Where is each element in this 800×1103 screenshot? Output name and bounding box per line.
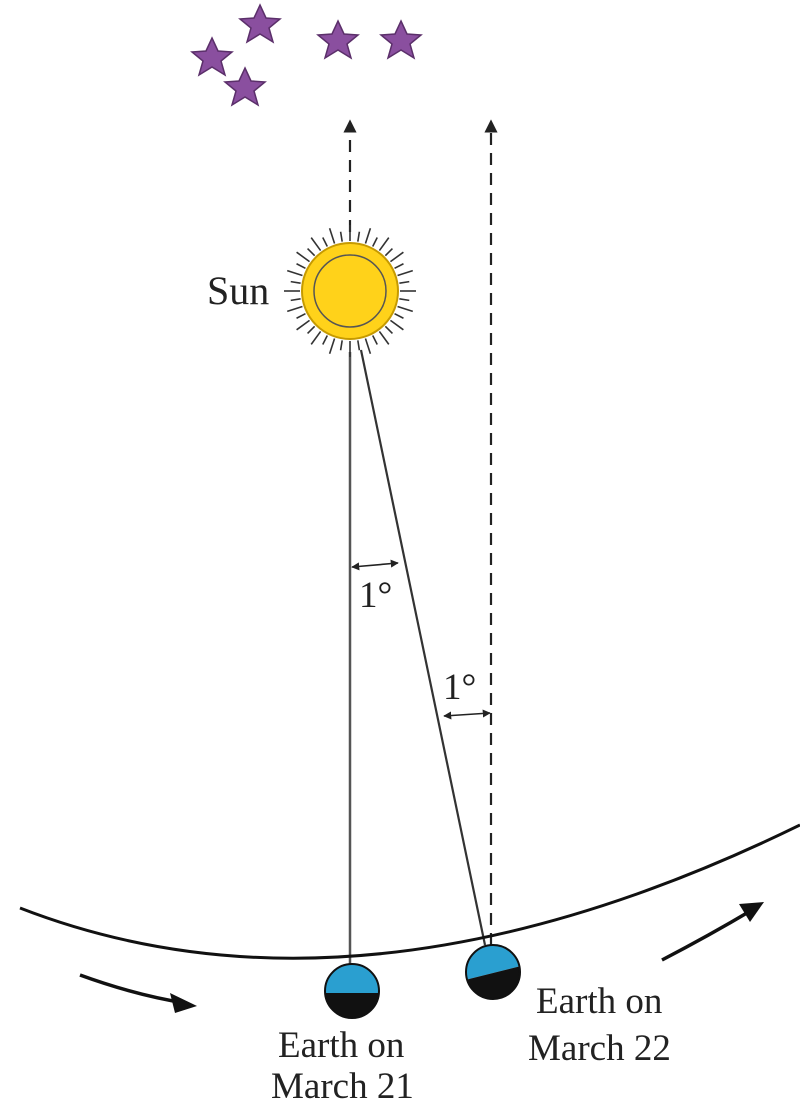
sun-ray [397, 305, 414, 313]
earth-march22-label-line1: Earth on [536, 981, 662, 1022]
sun-ray [371, 237, 378, 247]
sun-ray [357, 340, 361, 351]
sun-ray [307, 248, 316, 257]
earth-march21-label-line2: March 21 [271, 1066, 414, 1103]
earth-icon-march22 [460, 939, 526, 1005]
sun-ray [384, 325, 393, 334]
sun-ray [364, 227, 372, 244]
star-icon [190, 36, 234, 77]
sun-ray [310, 330, 322, 345]
sun-ray [286, 305, 303, 313]
sun-ray [357, 231, 361, 242]
distant-stars [190, 3, 423, 107]
sun-ray [394, 312, 404, 319]
sun-ray [296, 263, 306, 270]
sun-ray [399, 298, 410, 302]
angle-marker-lower [443, 709, 491, 720]
sun-ray [339, 340, 343, 351]
sun-ray [364, 338, 372, 355]
sun-ray [296, 312, 306, 319]
sun-label: Sun [207, 268, 269, 313]
sun-ray [322, 237, 329, 247]
sun-ray [394, 263, 404, 270]
angle-marker-upper [351, 559, 399, 571]
sun-ray [397, 269, 414, 277]
sun-ray [322, 335, 329, 345]
sun-ray [286, 269, 303, 277]
sun-ray [328, 338, 336, 355]
sun-ray [389, 319, 404, 331]
sun-ray [339, 231, 343, 242]
sun-ray [290, 280, 301, 284]
earth-march22-label-line2: March 22 [528, 1028, 671, 1069]
sun-ray [307, 325, 316, 334]
sun-earth-line-march22 [359, 349, 487, 946]
sun-ray [378, 237, 390, 252]
orbit-direction-arrow-left [79, 973, 197, 1013]
star-icon [379, 19, 423, 60]
star-icon [238, 3, 282, 44]
sun-ray [328, 227, 336, 244]
sun-ray [389, 251, 404, 263]
sun-ray [296, 251, 311, 263]
sun-icon [284, 225, 416, 357]
sun-ray [290, 298, 301, 302]
angle-label-upper: 1° [359, 575, 392, 616]
star-icon [316, 19, 360, 60]
orbit-direction-arrow-right [661, 902, 764, 962]
earth-march21-label-line1: Earth on [278, 1025, 404, 1066]
sun-ray [371, 335, 378, 345]
sun-ray [399, 280, 410, 284]
sun-ray [296, 319, 311, 331]
angle-label-lower: 1° [443, 667, 476, 708]
earth-orbit-path [19, 823, 800, 960]
sun-ray [378, 330, 390, 345]
sun-ray [384, 248, 393, 257]
star-icon [223, 66, 267, 107]
earth-icon-march21 [324, 963, 380, 1019]
sun-ray [310, 237, 322, 252]
